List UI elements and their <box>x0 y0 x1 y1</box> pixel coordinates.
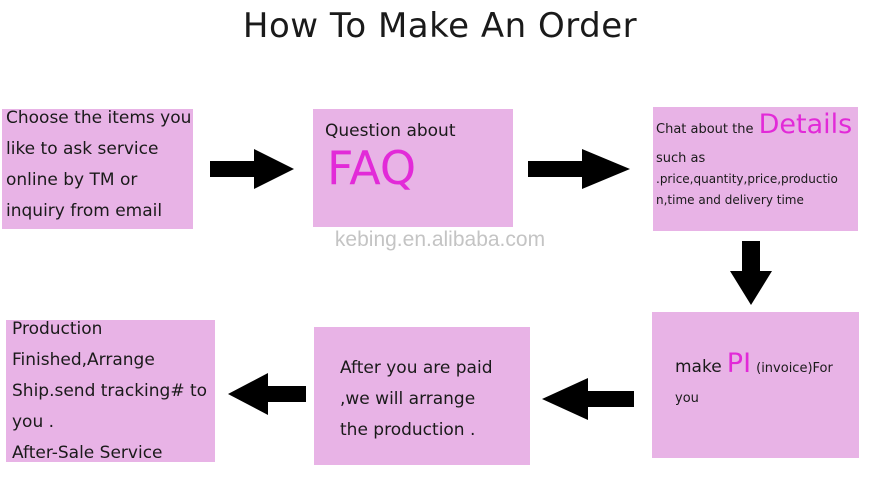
step-faq: Question about FAQ <box>313 109 513 227</box>
step-line: Ship.send tracking# to <box>12 381 208 401</box>
step-line: the production . <box>340 420 476 440</box>
step-highlight: PI <box>726 348 752 379</box>
step-line: online by TM or <box>6 170 138 190</box>
step-line: After-Sale Service <box>12 443 163 463</box>
step-prefix: Chat about the <box>656 122 754 137</box>
step-details: Chat about the Details such as .price,qu… <box>653 107 858 231</box>
arrow-down-icon <box>730 241 772 305</box>
arrow-left-icon <box>228 373 306 415</box>
step-line: you . <box>12 412 55 432</box>
diagram-title: How To Make An Order <box>242 6 638 46</box>
step-highlight: Details <box>758 109 853 140</box>
step-choose-items: Choose the items you like to ask service… <box>2 108 193 229</box>
arrow-left-icon <box>542 378 634 420</box>
step-pi: make PI (invoice)For you <box>652 312 859 458</box>
step-line: Finished,Arrange <box>12 350 155 370</box>
step-line: ,we will arrange <box>340 389 476 409</box>
step-line: like to ask service <box>6 139 159 159</box>
arrow-right-icon <box>210 149 294 189</box>
step-highlight: FAQ <box>327 141 417 195</box>
step-shipping: Production Finished,Arrange Ship.send tr… <box>6 319 215 463</box>
step-line: Production <box>12 319 103 339</box>
watermark: kebing.en.alibaba.com <box>334 228 546 251</box>
step-line: you <box>675 391 699 406</box>
step-line: After you are paid <box>340 358 493 378</box>
step-line: such as <box>656 151 706 166</box>
step-suffix: (invoice)For <box>756 361 833 376</box>
step-prefix: Question about <box>325 121 456 141</box>
step-line: .price,quantity,price,productio <box>656 172 838 186</box>
arrow-right-icon <box>528 149 630 189</box>
step-line: Choose the items you <box>6 108 192 128</box>
step-prefix: make <box>675 357 722 377</box>
step-line: inquiry from email <box>6 201 163 221</box>
step-arrange-production: After you are paid ,we will arrange the … <box>314 327 530 465</box>
step-line: n,time and delivery time <box>656 193 804 207</box>
